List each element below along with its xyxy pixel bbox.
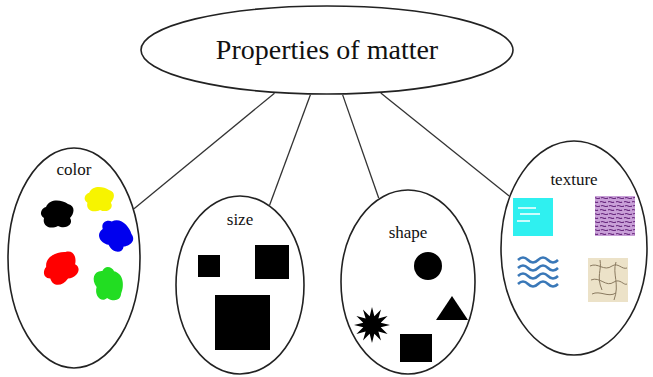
- color-blobs: [38, 187, 138, 303]
- property-label: texture: [550, 170, 597, 190]
- main-ellipse: Properties of matter: [140, 5, 514, 95]
- property-oval: size: [175, 195, 305, 375]
- property-oval: shape: [340, 189, 476, 375]
- main-title-text: Properties of matter: [216, 34, 438, 66]
- property-label: color: [57, 160, 92, 180]
- texture-swatches: [513, 196, 635, 302]
- property-label: size: [227, 210, 253, 230]
- property-label: shape: [389, 223, 428, 243]
- connector-line: [381, 93, 509, 196]
- connector-line: [270, 95, 311, 205]
- connector-line: [134, 93, 274, 208]
- node-outline: [340, 189, 476, 375]
- property-oval: color: [7, 147, 141, 369]
- connector-line: [343, 95, 379, 198]
- size-squares: [198, 245, 289, 350]
- property-oval: texture: [500, 140, 648, 356]
- shape-figures: [354, 252, 468, 362]
- node-outline: [7, 147, 141, 369]
